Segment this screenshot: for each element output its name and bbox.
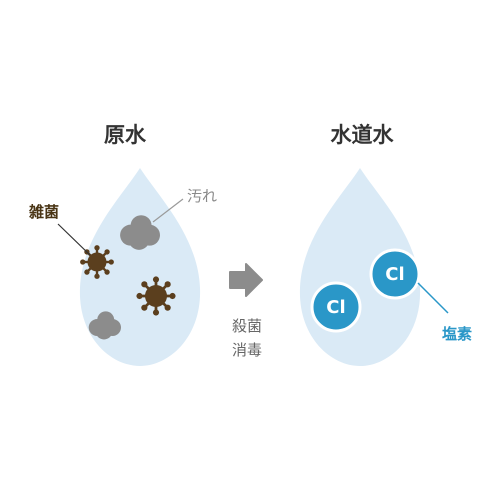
dirt-label: 汚れ bbox=[187, 187, 217, 205]
chlorine-label: 塩素 bbox=[442, 325, 472, 343]
germ-leader-line bbox=[57, 223, 91, 256]
process-line-2: 消毒 bbox=[232, 341, 262, 359]
right-arrow-icon bbox=[229, 263, 263, 297]
tap-water-title: 水道水 bbox=[331, 123, 395, 147]
chlorine-ion-2-symbol: Cl bbox=[385, 264, 404, 285]
raw-water-title: 原水 bbox=[104, 123, 147, 147]
chlorine-ion-2: Cl bbox=[369, 248, 421, 300]
chlorine-ion-1-symbol: Cl bbox=[326, 297, 345, 318]
process-line-1: 殺菌 bbox=[232, 317, 262, 335]
germ-label: 雑菌 bbox=[28, 203, 59, 221]
chlorine-leader-line bbox=[417, 282, 449, 314]
germ-2 bbox=[135, 275, 177, 317]
chlorine-ion-1: Cl bbox=[310, 281, 362, 333]
dirt-leader-line bbox=[152, 198, 184, 223]
